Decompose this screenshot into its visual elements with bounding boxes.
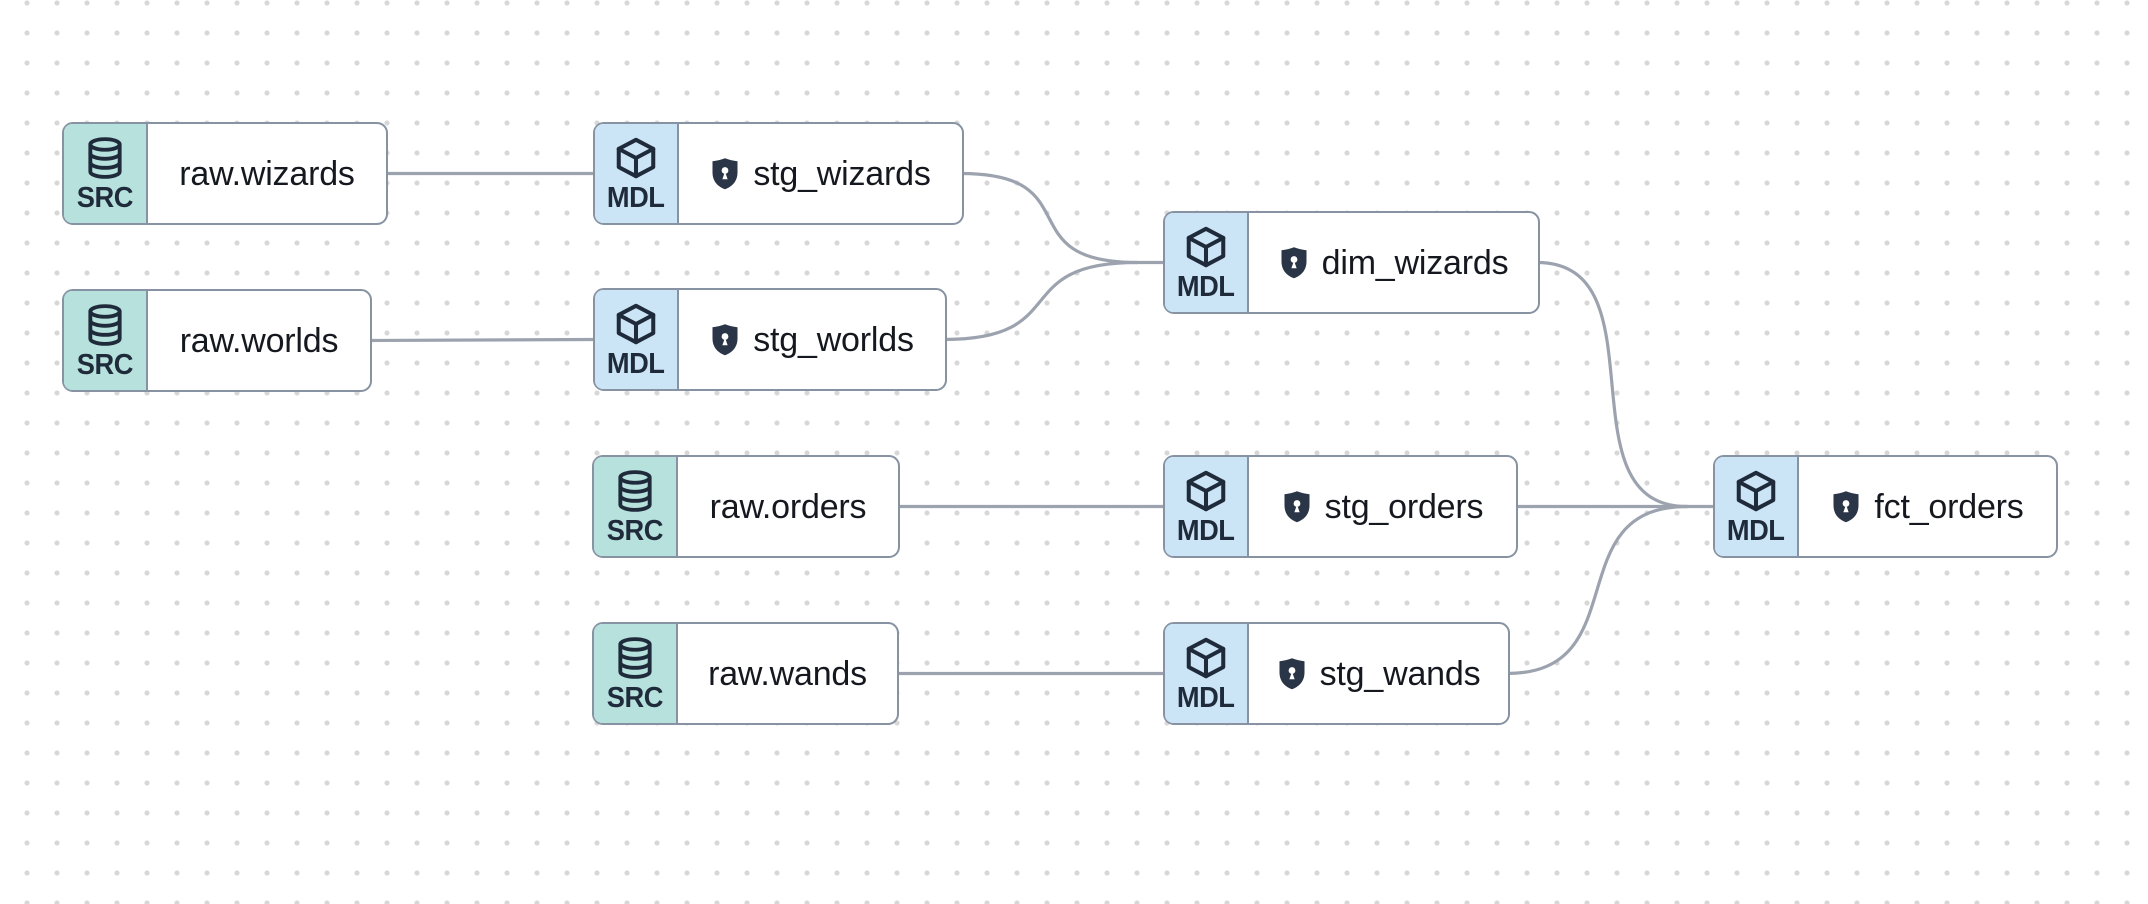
cube-icon — [1186, 470, 1226, 512]
node-body: raw.wands — [678, 624, 897, 723]
node-type-badge-src: SRC — [594, 624, 678, 723]
edge-stg-wands-to-fct-orders — [1505, 504, 1689, 676]
shield-lock-icon — [712, 158, 738, 190]
lineage-node-fct-orders[interactable]: MDL fct_orders — [1713, 455, 2058, 558]
edge-stg-worlds-to-dim-wizards — [942, 260, 1139, 342]
database-icon — [618, 470, 652, 512]
node-label: raw.wizards — [179, 154, 355, 193]
edge-stg-wizards-to-dim-wizards — [959, 171, 1139, 265]
node-type-badge-label: MDL — [1177, 515, 1235, 547]
node-label: stg_orders — [1324, 487, 1484, 526]
node-label: stg_wands — [1319, 654, 1481, 693]
node-type-badge-label: SRC — [606, 515, 664, 547]
shield-lock-icon — [1284, 491, 1310, 523]
node-body: fct_orders — [1799, 457, 2056, 556]
node-label: raw.wands — [708, 654, 867, 693]
node-type-badge-label: MDL — [607, 348, 665, 380]
node-body: stg_wands — [1249, 624, 1508, 723]
node-body: dim_wizards — [1249, 213, 1538, 312]
shield-lock-icon — [712, 324, 738, 356]
node-type-badge-label: SRC — [76, 182, 134, 214]
cube-icon — [616, 137, 656, 179]
node-label: raw.orders — [709, 487, 867, 526]
lineage-node-stg-worlds[interactable]: MDL stg_worlds — [593, 288, 947, 391]
node-type-badge-label: MDL — [607, 182, 665, 214]
node-type-badge-label: MDL — [1727, 515, 1785, 547]
node-type-badge-src: SRC — [64, 291, 148, 390]
node-body: raw.worlds — [148, 291, 370, 390]
cube-icon — [1736, 470, 1776, 512]
node-type-badge-mdl: MDL — [1165, 624, 1249, 723]
database-icon — [618, 637, 652, 679]
database-icon — [88, 137, 122, 179]
lineage-node-raw-orders[interactable]: SRC raw.orders — [592, 455, 900, 558]
node-type-badge-mdl: MDL — [595, 124, 679, 223]
edge-dim-wizards-to-fct-orders — [1535, 260, 1689, 509]
node-type-badge-label: MDL — [1177, 271, 1235, 303]
lineage-node-raw-wizards[interactable]: SRC raw.wizards — [62, 122, 388, 225]
database-icon — [88, 304, 122, 346]
lineage-node-stg-wands[interactable]: MDL stg_wands — [1163, 622, 1510, 725]
lineage-node-stg-wizards[interactable]: MDL stg_wizards — [593, 122, 964, 225]
shield-lock-icon — [1279, 658, 1305, 690]
node-body: raw.orders — [678, 457, 898, 556]
edge-raw-worlds-to-stg-worlds — [367, 337, 598, 343]
node-type-badge-mdl: MDL — [1165, 213, 1249, 312]
node-body: stg_wizards — [679, 124, 962, 223]
node-type-badge-label: SRC — [606, 682, 664, 714]
node-type-badge-label: MDL — [1177, 682, 1235, 714]
node-type-badge-mdl: MDL — [1165, 457, 1249, 556]
lineage-node-dim-wizards[interactable]: MDL dim_wizards — [1163, 211, 1540, 314]
lineage-node-raw-worlds[interactable]: SRC raw.worlds — [62, 289, 372, 392]
node-type-badge-src: SRC — [64, 124, 148, 223]
node-type-badge-mdl: MDL — [1715, 457, 1799, 556]
cube-icon — [1186, 637, 1226, 679]
node-body: stg_orders — [1249, 457, 1516, 556]
node-label: dim_wizards — [1321, 243, 1509, 282]
cube-icon — [1186, 226, 1226, 268]
node-label: fct_orders — [1874, 487, 2024, 526]
lineage-node-raw-wands[interactable]: SRC raw.wands — [592, 622, 899, 725]
cube-icon — [616, 303, 656, 345]
node-label: stg_worlds — [753, 320, 914, 359]
node-label: raw.worlds — [179, 321, 339, 360]
node-body: raw.wizards — [148, 124, 386, 223]
node-type-badge-mdl: MDL — [595, 290, 679, 389]
lineage-node-stg-orders[interactable]: MDL stg_orders — [1163, 455, 1518, 558]
shield-lock-icon — [1281, 247, 1307, 279]
node-type-badge-src: SRC — [594, 457, 678, 556]
node-body: stg_worlds — [679, 290, 945, 389]
node-label: stg_wizards — [753, 154, 931, 193]
shield-lock-icon — [1833, 491, 1859, 523]
node-type-badge-label: SRC — [76, 349, 134, 381]
